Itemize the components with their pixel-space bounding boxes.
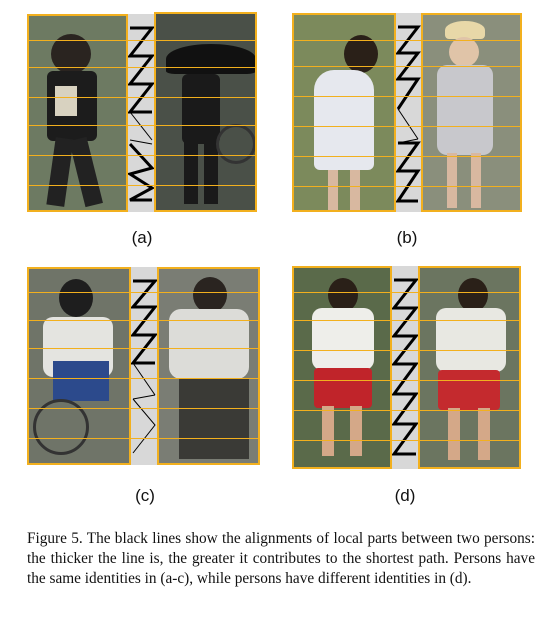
panel-a-alignment-lines (128, 26, 154, 202)
panel-c-label: (c) (135, 486, 155, 505)
panel-b-right-photo (421, 13, 522, 212)
panel-c-alignment (131, 267, 157, 465)
panel-d-left-photo (292, 266, 392, 469)
panel-b-alignment-lines (396, 25, 421, 203)
panel-a-left-photo (27, 14, 128, 212)
panel-c-left-photo (27, 267, 131, 465)
figure-caption: Figure 5. The black lines show the align… (27, 530, 535, 587)
panel-d-label: (d) (394, 486, 416, 505)
panel-a-right-photo (154, 12, 257, 212)
panel-c-right-photo (157, 267, 260, 465)
panel-d-alignment-lines (392, 278, 418, 456)
panel-b-alignment (396, 13, 421, 212)
panel-b-left-photo (292, 13, 396, 212)
panel-d-alignment (392, 266, 418, 469)
panel-a-label: (a) (131, 228, 153, 247)
panel-b-label: (b) (396, 228, 418, 247)
panel-c-alignment-lines (131, 279, 157, 454)
panel-a-alignment (128, 14, 154, 212)
panel-d-right-photo (418, 266, 521, 469)
